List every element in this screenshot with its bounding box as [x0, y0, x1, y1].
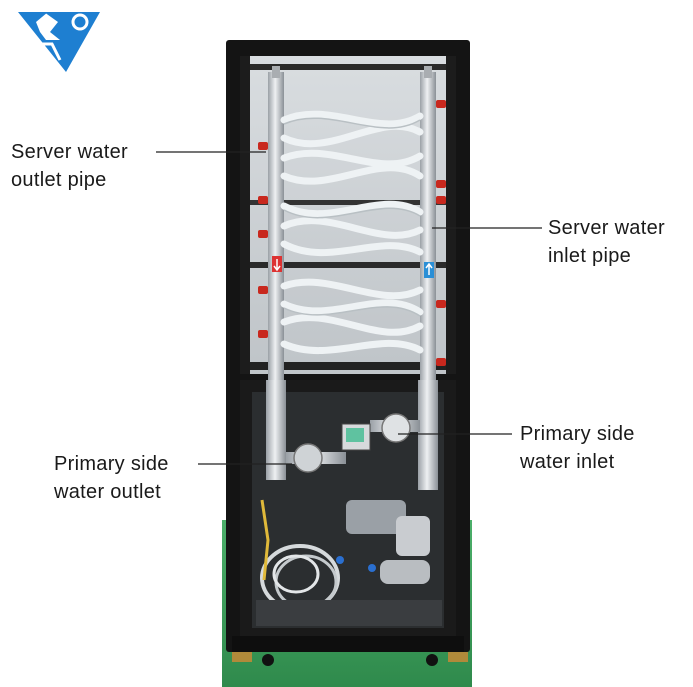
label-line-1: Server water	[11, 141, 128, 163]
label-line-1: Primary side	[520, 423, 635, 445]
flow-arrow-markers	[272, 256, 434, 278]
server-outlet-manifold	[266, 66, 286, 480]
cabinet-feet	[232, 652, 468, 666]
label-line-1: Primary side	[54, 453, 169, 475]
label-line-2: water inlet	[520, 451, 615, 473]
label-server-water-inlet-pipe: Server water inlet pipe	[548, 214, 665, 270]
cdu-equipment	[256, 413, 442, 626]
white-hoses	[280, 110, 424, 355]
label-line-2: water outlet	[54, 481, 161, 503]
brand-logo	[18, 12, 100, 72]
label-line-2: inlet pipe	[548, 245, 632, 267]
label-line-1: Server water	[548, 217, 665, 239]
label-line-2: outlet pipe	[11, 169, 107, 191]
server-inlet-manifold	[418, 66, 438, 490]
red-quick-connectors	[258, 100, 446, 366]
label-primary-side-water-inlet: Primary side water inlet	[520, 420, 635, 476]
label-primary-side-water-outlet: Primary side water outlet	[54, 450, 169, 506]
hose-shadows	[283, 117, 421, 317]
label-server-water-outlet-pipe: Server water outlet pipe	[11, 138, 128, 194]
